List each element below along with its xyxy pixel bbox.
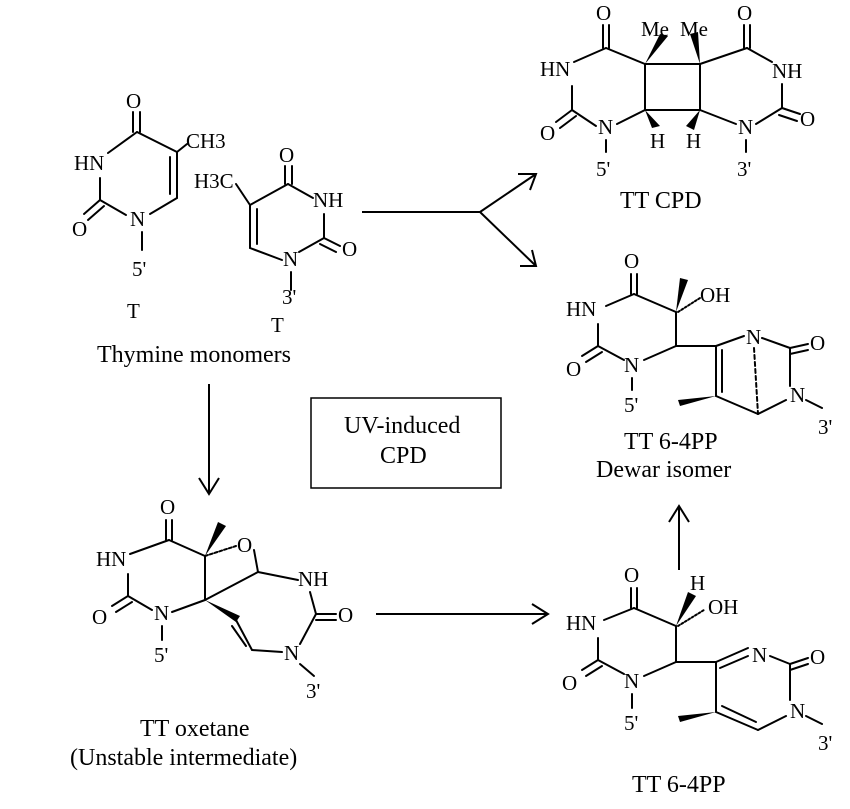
arrow-monomers-to-oxetane	[198, 384, 220, 496]
atom-oh: OH	[700, 283, 730, 307]
atom-5prime: 5'	[596, 157, 610, 181]
label-thymine-monomers: Thymine monomers	[97, 342, 291, 368]
label-t-right: T	[271, 313, 284, 337]
atom-o: O	[566, 357, 581, 381]
atom-3prime: 3'	[306, 679, 320, 703]
atom-ch3: CH3	[186, 129, 226, 153]
atom-n: N	[624, 353, 639, 377]
atom-n: N	[738, 115, 753, 139]
tt-64pp-structure: O H OH HN O N 5' N O N 3'	[562, 563, 832, 755]
legend-line2: CPD	[380, 443, 427, 469]
atom-n: N	[624, 669, 639, 693]
atom-o: O	[810, 331, 825, 355]
atom-o: O	[737, 1, 752, 25]
atom-o: O	[596, 1, 611, 25]
atom-nh: NH	[772, 59, 802, 83]
atom-o: O	[92, 605, 107, 629]
atom-n: N	[130, 207, 145, 231]
wedge-bond	[645, 110, 660, 128]
label-tt-oxetane-line1: TT oxetane	[140, 716, 250, 742]
atom-o: O	[624, 249, 639, 273]
atom-o: O	[72, 217, 87, 241]
atom-o: O	[800, 107, 815, 131]
atom-n: N	[752, 643, 767, 667]
atom-5prime: 5'	[132, 257, 146, 281]
label-tt-64pp: TT 6-4PP	[632, 772, 726, 798]
wedge-bond	[678, 396, 716, 406]
atom-o: O	[624, 563, 639, 587]
atom-5prime: 5'	[154, 643, 168, 667]
atom-5prime: 5'	[624, 711, 638, 735]
atom-oh: OH	[708, 595, 738, 619]
atom-hn: HN	[540, 57, 570, 81]
atom-me: Me	[680, 17, 708, 41]
atom-n: N	[746, 325, 761, 349]
thymine-left-structure: O CH3 HN O N 5' T	[72, 89, 226, 323]
label-t-left: T	[127, 299, 140, 323]
atom-h: H	[650, 129, 665, 153]
atom-nh: NH	[298, 567, 328, 591]
atom-o: O	[338, 603, 353, 627]
atom-n: N	[284, 641, 299, 665]
arrow-64pp-to-dewar	[668, 504, 690, 570]
wedge-bond	[678, 712, 716, 722]
atom-h3c: H3C	[194, 169, 234, 193]
atom-n: N	[598, 115, 613, 139]
atom-hn: HN	[566, 297, 596, 321]
arrow-monomers-to-products	[362, 173, 538, 267]
atom-o: O	[237, 533, 252, 557]
atom-3prime: 3'	[818, 731, 832, 755]
atom-3prime: 3'	[737, 157, 751, 181]
label-tt-64pp-dewar-line1: TT 6-4PP	[624, 429, 718, 455]
atom-hn: HN	[566, 611, 596, 635]
tt-oxetane-structure: O HN O N 5' O NH O N 3'	[92, 495, 353, 703]
atom-3prime: 3'	[282, 285, 296, 309]
wedge-bond	[690, 32, 700, 64]
legend-line1: UV-induced	[344, 413, 460, 439]
atom-h: H	[690, 571, 705, 595]
atom-o: O	[279, 143, 294, 167]
atom-n: N	[790, 383, 805, 407]
atom-o: O	[342, 237, 357, 261]
atom-o: O	[160, 495, 175, 519]
atom-3prime: 3'	[818, 415, 832, 439]
wedge-bond	[676, 278, 688, 312]
label-tt-64pp-dewar-line2: Dewar isomer	[596, 457, 731, 483]
wedge-bond	[686, 110, 700, 130]
atom-hn: HN	[74, 151, 104, 175]
arrow-oxetane-to-64pp	[376, 603, 550, 625]
label-tt-cpd: TT CPD	[620, 188, 702, 214]
atom-n: N	[283, 247, 298, 271]
atom-o: O	[126, 89, 141, 113]
wedge-bond	[205, 522, 226, 556]
tt-cpd-structure: O HN O N 5' Me Me H H O NH	[540, 1, 815, 181]
atom-o: O	[562, 671, 577, 695]
legend-box: UV-induced CPD	[310, 397, 502, 489]
tt-64pp-dewar-structure: O OH HN O N 5' N O N 3'	[566, 249, 832, 439]
atom-5prime: 5'	[624, 393, 638, 417]
atom-hn: HN	[96, 547, 126, 571]
wedge-bond	[205, 600, 240, 622]
atom-nh: NH	[313, 188, 343, 212]
thymine-right-structure: O H3C NH O N 3' T	[194, 143, 357, 337]
atom-n: N	[154, 601, 169, 625]
atom-me: Me	[641, 17, 669, 41]
atom-n: N	[790, 699, 805, 723]
label-tt-oxetane-line2: (Unstable intermediate)	[70, 745, 297, 771]
wedge-bond	[645, 34, 668, 64]
wedge-bond	[676, 592, 696, 626]
atom-o: O	[810, 645, 825, 669]
atom-o: O	[540, 121, 555, 145]
atom-h: H	[686, 129, 701, 153]
